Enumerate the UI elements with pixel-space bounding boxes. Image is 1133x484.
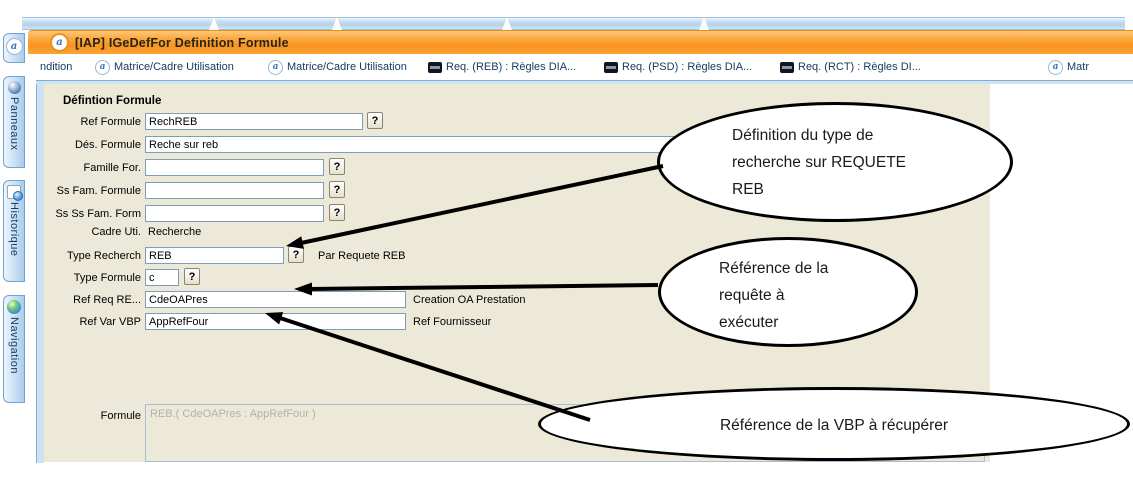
tab-matrice-cut[interactable]: a Matr [1048,59,1089,75]
callout-ref-requete: Référence de la requête à exécuter [658,237,918,347]
globe-icon [7,300,21,314]
tab-req-rct[interactable]: Req. (RCT) : Règles DI... [780,59,921,75]
sidebar-tab-label: Historique [8,202,20,257]
ref-var-vbp-suffix: Ref Fournisseur [413,316,492,328]
field-label-type-recherch: Type Recherch [67,250,141,262]
callout-type-recherche: Définition du type de recherche sur REQU… [657,102,1013,222]
ss-fam-formule-input[interactable] [145,182,324,199]
field-label-ref-var-vbp: Ref Var VBP [79,316,141,328]
tab-matrice-cadre-1[interactable]: a Matrice/Cadre Utilisation [95,59,234,75]
tab-label: ndition [40,61,73,73]
background-tab-strip [22,17,1125,30]
field-label-ss-fam-formule: Ss Fam. Formule [56,185,141,197]
history-icon [7,185,23,201]
app-logo-icon: a [50,33,69,52]
field-label-ref-formule: Ref Formule [80,116,141,128]
tab-label: Req. (REB) : Règles DIA... [446,61,577,73]
tab-row-divider-band [36,81,1133,84]
tab-req-psd[interactable]: Req. (PSD) : Règles DIA... [604,59,752,75]
sidebar-tab-home[interactable]: a [3,33,25,63]
window-title: [IAP] IGeDefFor Definition Formule [75,35,289,50]
tab-strip-separator [502,17,512,30]
sidebar-tab-label: Panneaux [8,97,20,151]
tab-label: Matr [1067,61,1089,73]
type-recherch-suffix: Par Requete REB [318,250,406,262]
type-recherch-help-button[interactable]: ? [288,246,304,263]
ref-var-vbp-input[interactable] [145,313,406,330]
tab-label: Req. (RCT) : Règles DI... [798,61,921,73]
cadre-uti-value: Recherche [148,226,202,238]
tab-strip-separator [332,17,342,30]
tab-row-divider [36,80,1133,81]
ref-formule-help-button[interactable]: ? [367,112,383,129]
tab-label: Matrice/Cadre Utilisation [114,61,234,73]
app-logo-icon: a [5,38,23,55]
window-title-bar: a [IAP] IGeDefFor Definition Formule [28,30,1133,54]
ss-fam-formule-help-button[interactable]: ? [329,181,345,198]
tab-label: Matrice/Cadre Utilisation [287,61,407,73]
console-icon [428,61,442,73]
panels-icon [7,81,21,94]
field-label-ref-req-re: Ref Req RE... [73,294,141,306]
type-recherch-input[interactable] [145,247,284,264]
tab-strip-separator [209,17,219,30]
field-label-des-formule: Dés. Formule [74,139,141,151]
sidebar-tab-navigation[interactable]: Navigation [3,295,25,403]
famille-for-input[interactable] [145,159,324,176]
tab-req-reb[interactable]: Req. (REB) : Règles DIA... [428,59,576,75]
type-formule-input[interactable] [145,269,179,286]
console-icon [780,61,794,73]
ss-ss-fam-form-help-button[interactable]: ? [329,204,345,221]
callout-ref-vbp: Référence de la VBP à récupérer [538,387,1130,461]
sidebar-tab-panneaux[interactable]: Panneaux [3,76,25,168]
a-circle-icon: a [268,59,283,75]
ref-formule-input[interactable] [145,113,363,130]
ref-req-re-input[interactable] [145,291,406,308]
panel-left-edge [36,84,44,463]
callout-text: Référence de la VBP à récupérer [719,417,949,434]
console-icon [604,61,618,73]
ss-ss-fam-form-input[interactable] [145,205,324,222]
field-label-ss-ss-fam-form: Ss Ss Fam. Form [55,208,141,220]
tab-strip-separator [699,17,709,30]
callout-text: Référence de la requête à exécuter [719,260,829,331]
tab-label: Req. (PSD) : Règles DIA... [622,61,753,73]
field-label-type-formule: Type Formule [73,272,141,284]
field-label-formule: Formule [100,410,141,422]
ref-req-re-suffix: Creation OA Prestation [413,294,526,306]
tab-condition[interactable]: ndition [40,59,72,75]
a-circle-icon: a [95,59,110,75]
section-title: Défintion Formule [63,95,162,107]
type-formule-help-button[interactable]: ? [184,268,200,285]
a-circle-icon: a [1048,59,1063,75]
sidebar-tab-label: Navigation [8,317,20,374]
callout-text: Définition du type de recherche sur REQU… [732,127,906,198]
des-formule-input[interactable] [145,136,737,153]
sidebar-tab-historique[interactable]: Historique [3,180,25,282]
famille-for-help-button[interactable]: ? [329,158,345,175]
field-label-cadre-uti: Cadre Uti. [91,226,141,238]
tab-matrice-cadre-2[interactable]: a Matrice/Cadre Utilisation [268,59,407,75]
field-label-famille-for: Famille For. [83,162,141,174]
